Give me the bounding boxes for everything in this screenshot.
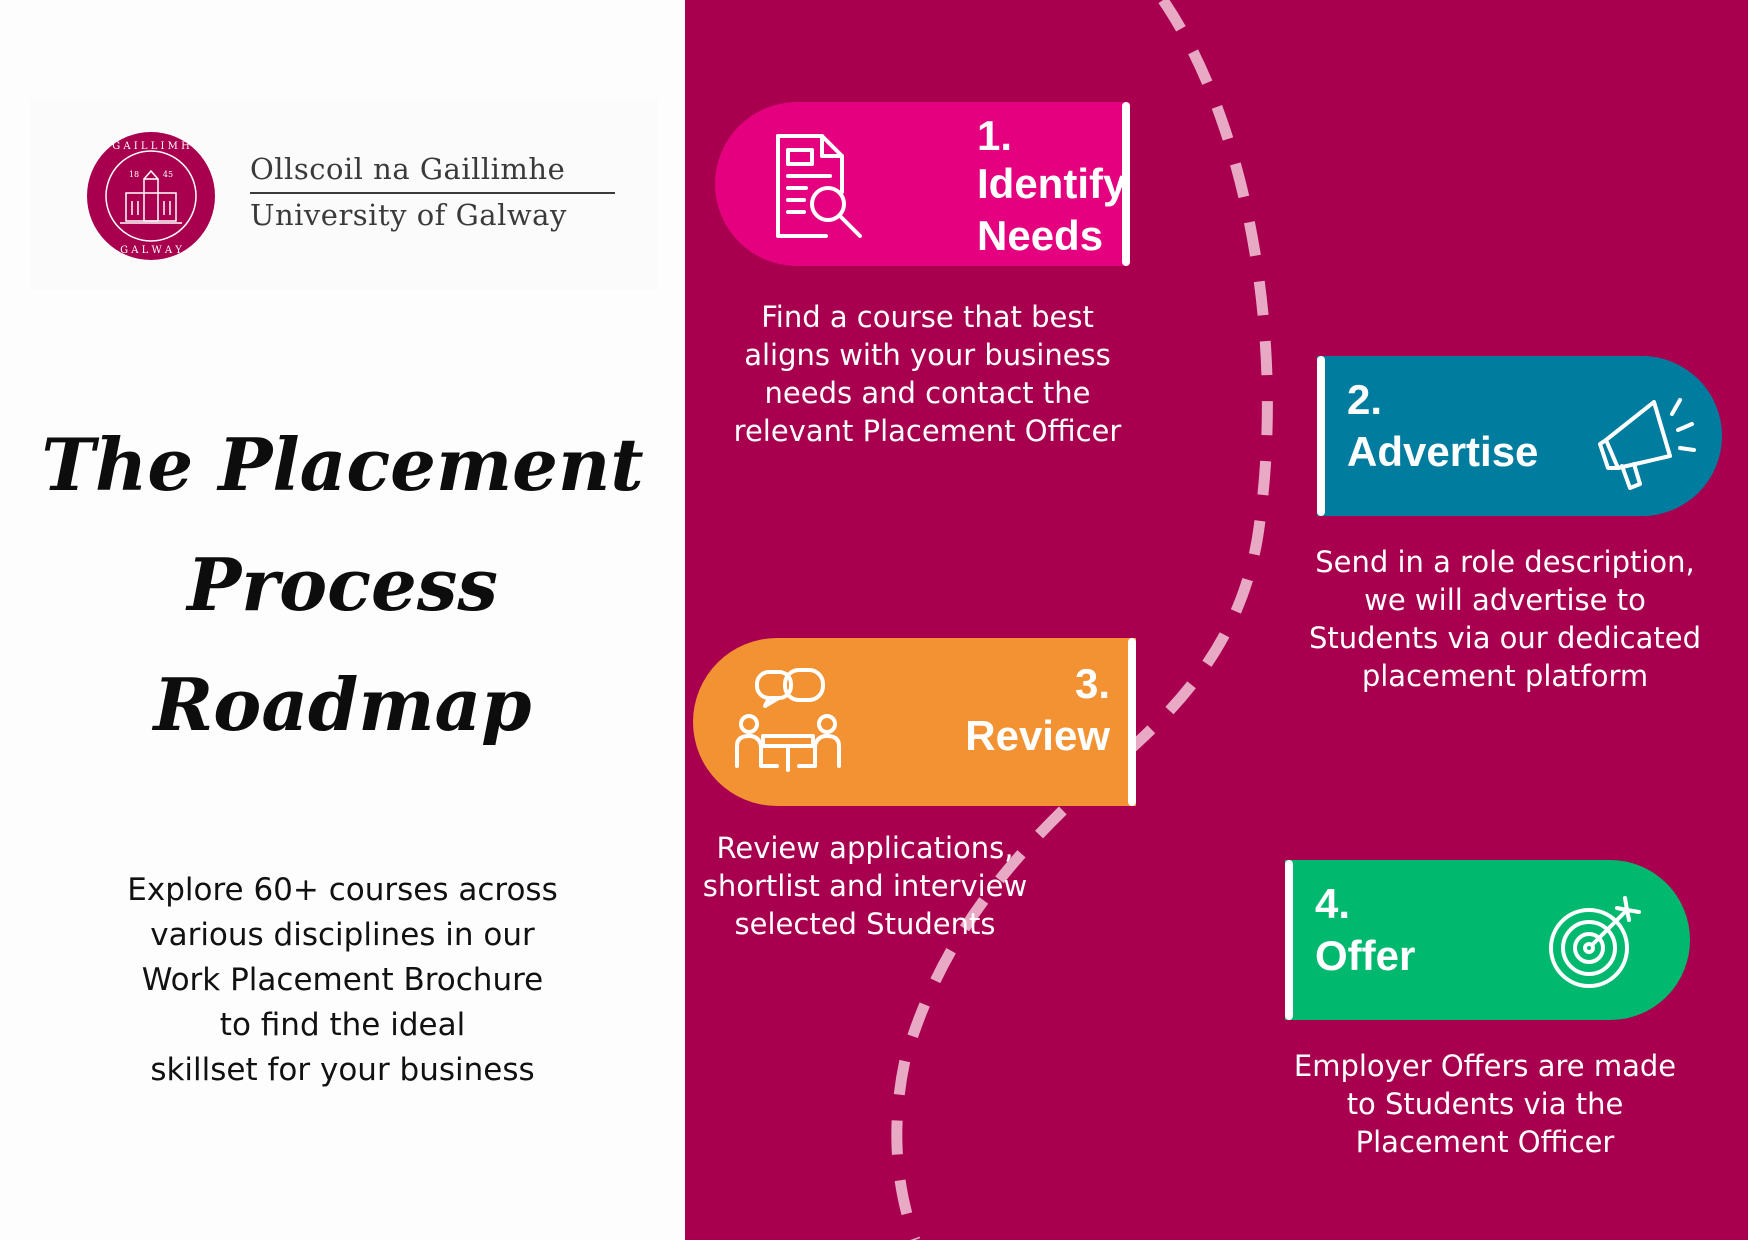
logo-divider: [250, 192, 615, 194]
title-line: Roadmap: [153, 662, 532, 747]
interview-meeting-icon: [735, 668, 841, 772]
desc-line: to Students via the: [1346, 1087, 1624, 1121]
intro-line: various disciplines in our: [150, 917, 535, 953]
logo-wordmark: Ollscoil na Gaillimhe University of Galw…: [250, 152, 615, 232]
logo-line-irish: Ollscoil na Gaillimhe: [250, 152, 566, 186]
desc-line: Review applications,: [716, 831, 1014, 865]
title-line: Process: [187, 542, 498, 627]
step-3-description: Review applications, shortlist and inter…: [655, 829, 1075, 943]
step-1-title-line: Needs: [977, 212, 1104, 259]
intro-line: to find the ideal: [219, 1007, 466, 1043]
intro-line: skillset for your business: [150, 1052, 535, 1088]
desc-line: aligns with your business: [744, 338, 1111, 372]
dashed-road-path: [891, 0, 1273, 1240]
desc-line: needs and contact the: [764, 376, 1091, 410]
step-1-title: Identify Needs: [977, 158, 1126, 262]
step-3-card: 3. Review: [693, 638, 1136, 806]
university-seal-icon: G A I L L I M H G A L W A Y 18 45: [87, 132, 215, 260]
intro-line: Work Placement Brochure: [141, 962, 544, 998]
intro-text: Explore 60+ courses across various disci…: [80, 868, 605, 1093]
step-divider: [1122, 102, 1130, 266]
desc-line: Students via our dedicated: [1308, 621, 1701, 655]
step-4-number: 4.: [1315, 880, 1351, 927]
target-icon: [1549, 896, 1641, 988]
svg-text:G A L W A Y: G A L W A Y: [120, 245, 182, 256]
desc-line: shortlist and interview: [702, 869, 1028, 903]
step-divider: [1128, 638, 1136, 806]
desc-line: Employer Offers are made: [1293, 1049, 1677, 1083]
step-divider: [1285, 860, 1293, 1020]
step-4-title: Offer: [1315, 932, 1416, 979]
step-1-description: Find a course that best aligns with your…: [705, 298, 1150, 450]
desc-line: we will advertise to: [1364, 583, 1646, 617]
step-2-card: 2. Advertise: [1317, 356, 1722, 516]
page-title: The Placement Process Roadmap: [30, 405, 655, 765]
svg-text:18: 18: [129, 170, 139, 179]
step-3-number: 3.: [1074, 660, 1110, 707]
step-1-number: 1.: [977, 112, 1013, 159]
step-4-card: 4. Offer: [1285, 860, 1690, 1020]
megaphone-icon: [1598, 398, 1696, 490]
document-search-icon: [776, 134, 862, 238]
desc-line: relevant Placement Officer: [733, 414, 1122, 448]
svg-text:G A I L L I M H: G A I L L I M H: [112, 141, 190, 152]
step-2-description: Send in a role description, we will adve…: [1285, 543, 1725, 695]
desc-line: Send in a role description,: [1315, 545, 1695, 579]
desc-line: Placement Officer: [1355, 1125, 1615, 1159]
intro-line: Explore 60+ courses across: [127, 872, 558, 908]
desc-line: selected Students: [734, 907, 996, 941]
roadmap-panel: 1. Identify Needs Find a course that bes…: [685, 0, 1748, 1240]
title-line: The Placement: [41, 422, 644, 507]
desc-line: Find a course that best: [761, 300, 1094, 334]
step-4-description: Employer Offers are made to Students via…: [1270, 1047, 1700, 1161]
logo-line-english: University of Galway: [250, 198, 567, 232]
step-3-title: Review: [965, 712, 1110, 759]
step-1-title-line: Identify: [977, 160, 1127, 207]
svg-text:45: 45: [163, 170, 173, 179]
step-divider: [1317, 356, 1325, 516]
step-2-title: Advertise: [1347, 428, 1539, 475]
left-panel: G A I L L I M H G A L W A Y 18 45 Ollsco…: [0, 0, 685, 1240]
step-1-card: 1. Identify Needs: [715, 102, 1130, 266]
desc-line: placement platform: [1361, 659, 1649, 693]
step-2-number: 2.: [1347, 376, 1383, 423]
